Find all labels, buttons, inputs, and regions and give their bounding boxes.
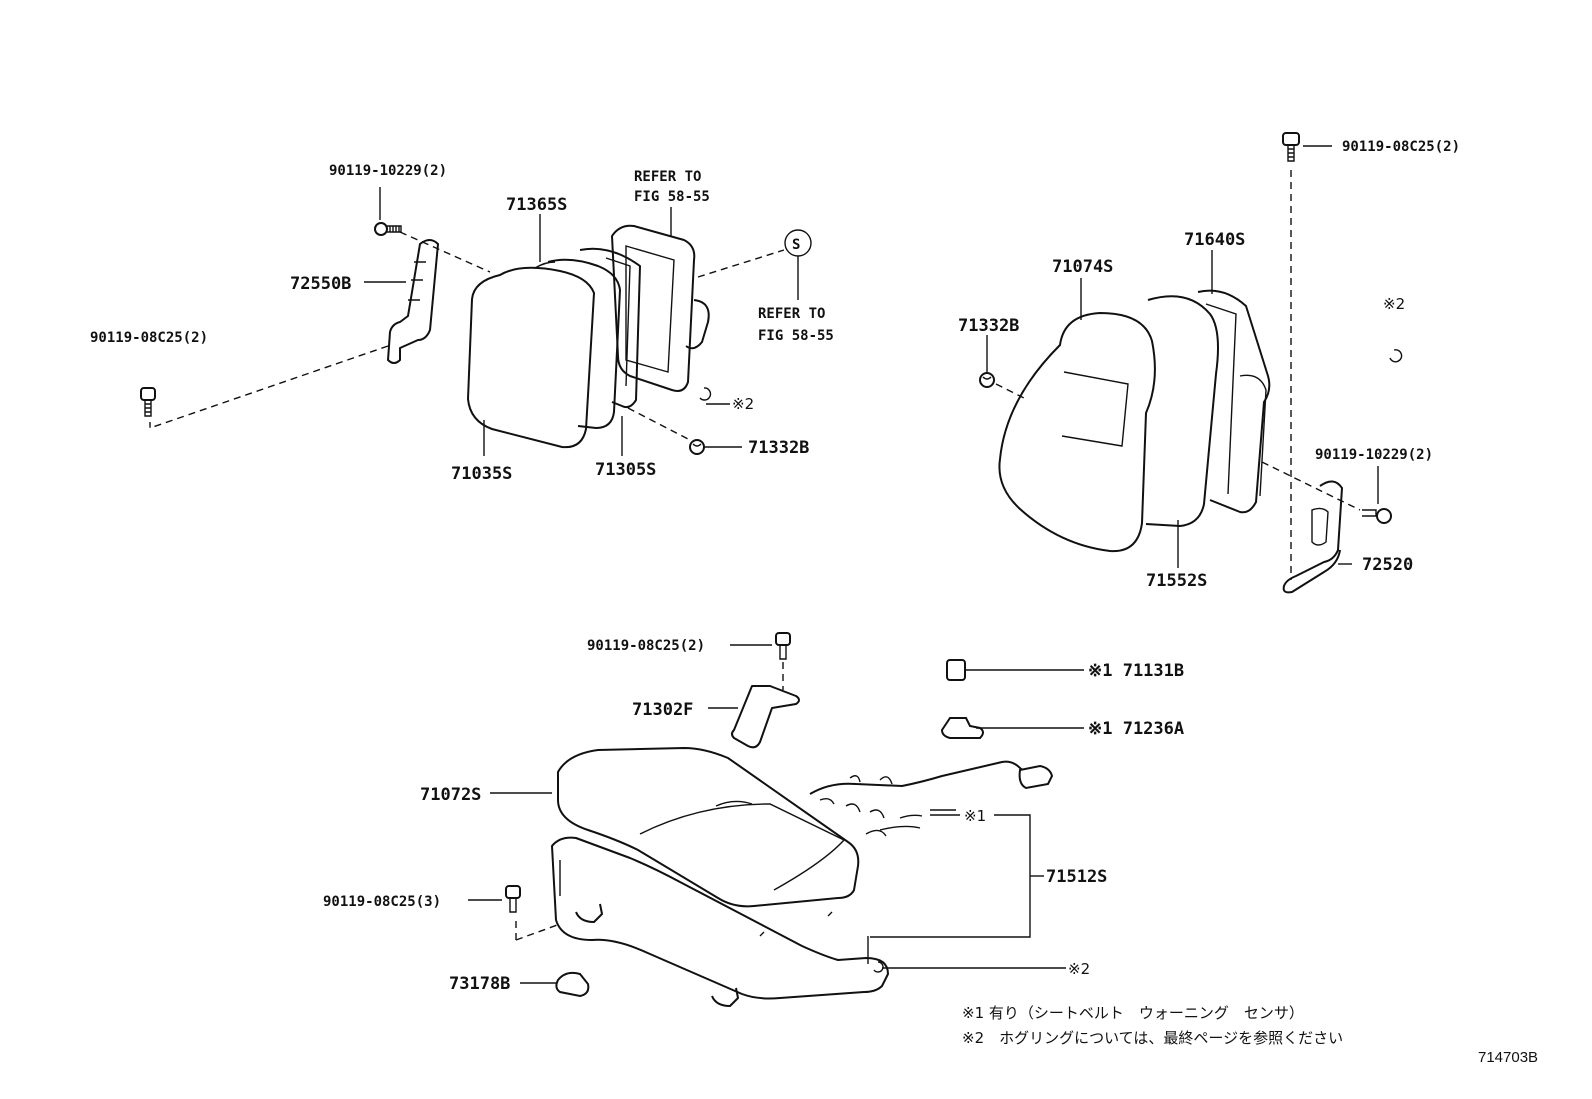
label-90119-08C25-left: 90119-08C25(2) (90, 330, 208, 346)
seatback-panel (611, 224, 696, 392)
label-71302F: 71302F (632, 700, 693, 720)
hinge-bracket-72550B (387, 239, 439, 364)
hog-ring-icon (699, 387, 712, 401)
seatback-frame-71640S (1197, 289, 1271, 514)
label-fig-right: FIG 58-55 (758, 328, 834, 344)
label-refer-right: REFER TO (758, 306, 825, 322)
bolt-icon (505, 885, 521, 913)
cap-73178B (555, 971, 590, 998)
seatback-frame-71305S (579, 247, 641, 409)
seatback-cover-71552S (1145, 295, 1219, 527)
footnote-2: ※2 ホグリングについては、最終ページを参照ください (962, 1029, 1343, 1047)
hog-ring-icon (873, 961, 884, 973)
label-90119-08C25-center: 90119-08C25(2) (587, 638, 705, 654)
clip-icon (689, 439, 705, 455)
footnote-1: ※1 有り（シートベルト ウォーニング センサ） (962, 1004, 1304, 1022)
label-90119-08C25-right: 90119-08C25(2) (1342, 139, 1460, 155)
label-71074S: 71074S (1052, 257, 1113, 277)
label-72550B: 72550B (290, 274, 351, 294)
label-mark2-bottom: ※2 (1068, 960, 1090, 978)
label-90119-10229-right: 90119-10229(2) (1315, 447, 1433, 463)
label-71332B-left: 71332B (748, 438, 809, 458)
cushion-bracket-71302F (731, 685, 800, 749)
cushion-frame (551, 836, 889, 1000)
label-71305S: 71305S (595, 460, 656, 480)
label-mark2-left: ※2 (732, 395, 754, 413)
label-72520: 72520 (1362, 555, 1413, 575)
label-73178B: 73178B (449, 974, 510, 994)
label-90119-10229-left: 90119-10229(2) (329, 163, 447, 179)
seatback-pad-71035S (466, 266, 596, 449)
label-mark2-right: ※2 (1383, 295, 1405, 313)
label-71365S: 71365S (506, 195, 567, 215)
bolt-icon (140, 387, 156, 417)
label-71072S: 71072S (420, 785, 481, 805)
seat-cushion-group (468, 632, 1084, 1007)
sensor-harness (809, 760, 1037, 795)
label-71131B: ※1 71131B (1088, 661, 1184, 681)
hog-ring-icon (1389, 349, 1403, 363)
label-71552S: 71552S (1146, 571, 1207, 591)
label-refer-top: REFER TO (634, 169, 701, 185)
bolt-icon (1362, 508, 1392, 524)
sensor-71131B (946, 659, 966, 681)
label-71640S: 71640S (1184, 230, 1245, 250)
right-seatback-group (979, 132, 1403, 594)
hinge-bracket-72520 (1282, 480, 1343, 594)
clip-icon (979, 372, 995, 388)
left-seatback-group (140, 187, 812, 456)
label-71512S: 71512S (1046, 867, 1107, 887)
seatback-pad-71074S (998, 311, 1156, 553)
label-fig-top: FIG 58-55 (634, 189, 710, 205)
bolt-icon (374, 222, 402, 236)
bolt-icon (775, 632, 791, 660)
label-71332B-right: 71332B (958, 316, 1019, 336)
cushion-pad-71072S (557, 746, 860, 908)
label-90119-08C25-3: 90119-08C25(3) (323, 894, 441, 910)
seatback-cover-71365S (547, 258, 621, 429)
label-71035S: 71035S (451, 464, 512, 484)
bolt-icon (1282, 132, 1300, 162)
drawing-code: 714703B (1478, 1049, 1538, 1066)
label-s-mark: S (792, 237, 800, 253)
labels: 90119-10229(2) 71365S REFER TO FIG 58-55… (90, 139, 1538, 1066)
label-71236A: ※1 71236A (1088, 719, 1184, 739)
label-mark1: ※1 (964, 807, 986, 825)
